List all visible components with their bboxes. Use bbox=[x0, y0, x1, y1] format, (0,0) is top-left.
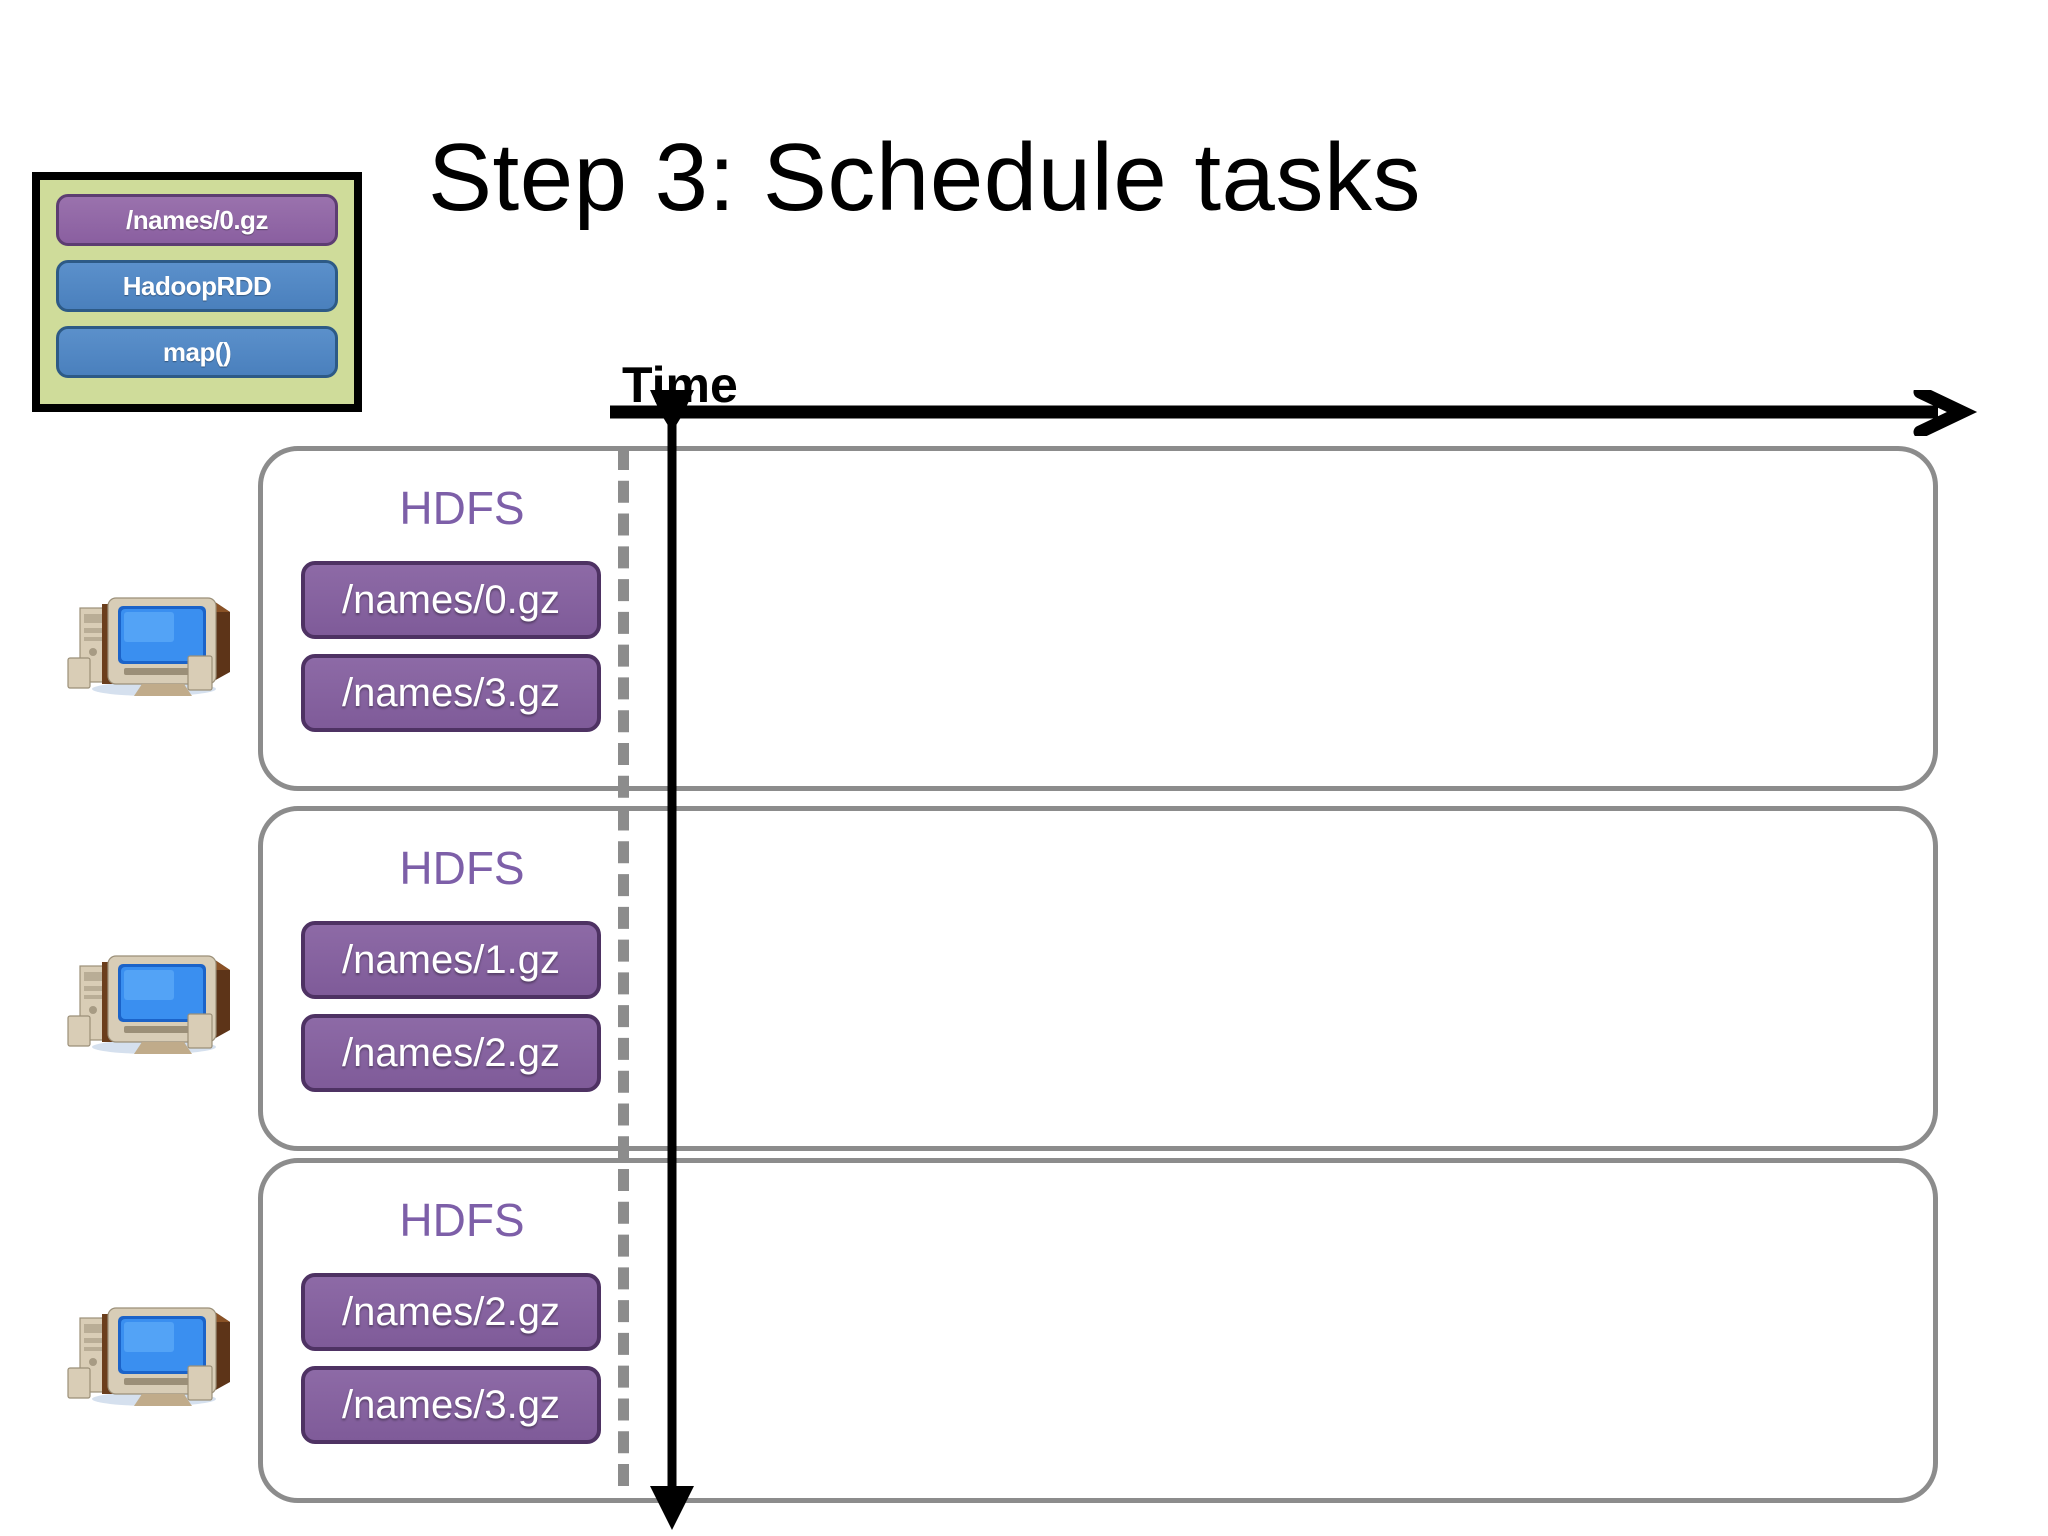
desktop-computer-icon bbox=[67, 1307, 230, 1406]
hdfs-label: HDFS bbox=[399, 842, 525, 894]
storage-compute-divider bbox=[618, 448, 629, 1486]
hdfs-block-chip: /names/0.gz bbox=[301, 561, 601, 639]
cluster-node-row: HDFS /names/0.gz /names/3.gz bbox=[258, 446, 1938, 791]
time-axis-arrow bbox=[610, 390, 1978, 436]
hdfs-block-label: /names/2.gz bbox=[342, 1289, 560, 1334]
legend-item-partition: /names/0.gz bbox=[56, 194, 338, 246]
hdfs-block-label: /names/3.gz bbox=[342, 670, 560, 715]
rdd-lineage-legend: /names/0.gz HadoopRDD map() bbox=[32, 172, 362, 412]
time-cursor-line bbox=[650, 390, 694, 1530]
hdfs-block-chip: /names/2.gz bbox=[301, 1014, 601, 1092]
legend-item-label: map() bbox=[162, 336, 232, 367]
hdfs-block-chip: /names/2.gz bbox=[301, 1273, 601, 1351]
legend-item-label: HadoopRDD bbox=[122, 270, 272, 301]
page-title: Step 3: Schedule tasks bbox=[428, 124, 1421, 231]
legend-item-map: map() bbox=[56, 326, 338, 378]
hdfs-block-chip: /names/3.gz bbox=[301, 1366, 601, 1444]
hdfs-label: HDFS bbox=[399, 482, 525, 534]
hdfs-label: HDFS bbox=[399, 1194, 525, 1246]
hdfs-block-label: /names/0.gz bbox=[342, 577, 560, 622]
cluster-node-row: HDFS /names/1.gz /names/2.gz bbox=[258, 806, 1938, 1151]
desktop-computer-icon bbox=[67, 955, 230, 1054]
hdfs-block-label: /names/2.gz bbox=[342, 1030, 560, 1075]
legend-item-label: /names/0.gz bbox=[126, 204, 268, 235]
desktop-computer-icon bbox=[67, 597, 230, 696]
legend-item-hadooprdd: HadoopRDD bbox=[56, 260, 338, 312]
hdfs-block-label: /names/3.gz bbox=[342, 1382, 560, 1427]
hdfs-block-label: /names/1.gz bbox=[342, 937, 560, 982]
time-axis-label: Time bbox=[622, 357, 738, 413]
cluster-node-row: HDFS /names/2.gz /names/3.gz bbox=[258, 1158, 1938, 1503]
hdfs-block-chip: /names/3.gz bbox=[301, 654, 601, 732]
hdfs-block-chip: /names/1.gz bbox=[301, 921, 601, 999]
